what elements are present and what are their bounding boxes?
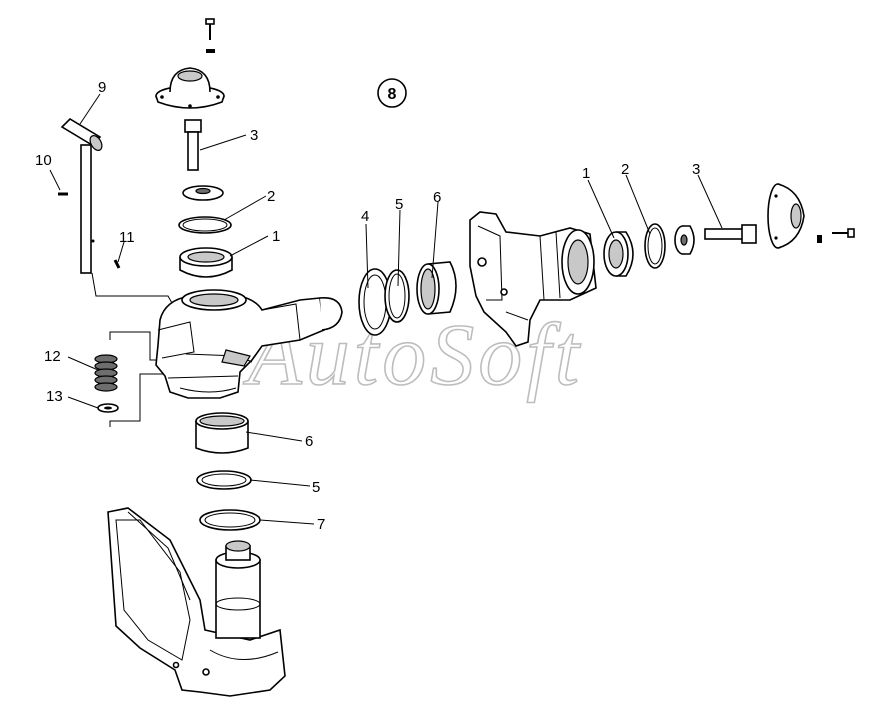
callouts: 9 10 11 12 13 3 2 1 4 5 6 1 2 3 6 5 7 [35,79,700,533]
group-marker: 8 [377,78,407,108]
callout-2-right: 2 [621,161,629,178]
top-ring-2 [178,216,232,234]
top-small-bolt [205,18,215,53]
steering-arm-housing [469,211,597,347]
king-pin-assembly [58,117,121,274]
callout-3-right: 3 [692,161,700,178]
callout-5-right: 5 [395,196,403,213]
lower-ring-5 [196,470,252,490]
spring-assembly [94,354,119,413]
lower-ring-7 [199,509,261,531]
bolt-3-right [704,224,757,244]
lower-bushing-6 [195,412,249,454]
callout-4: 4 [361,208,369,225]
bearing-1-right [603,231,634,277]
callout-5-lower: 5 [312,479,320,496]
knuckle-housing [155,289,343,399]
cover-cap-right [767,183,805,249]
group-marker-label: 8 [388,86,397,103]
callout-6-lower: 6 [305,433,313,450]
leader-lines [49,93,723,525]
callout-13: 13 [46,388,63,405]
top-bearing-1 [179,247,233,278]
small-bolt-right [817,228,855,243]
top-washer [182,185,224,201]
bushing-6 [416,261,457,315]
callout-9: 9 [98,79,106,96]
lower-bracket [107,507,286,697]
callout-6-right: 6 [433,189,441,206]
callout-11: 11 [119,229,135,246]
ring-5 [384,269,410,323]
callout-12: 12 [44,348,61,365]
callout-7: 7 [317,516,325,533]
top-bolt-3 [184,119,202,171]
top-cover-cap [155,67,225,109]
callout-2-top: 2 [267,188,275,205]
ring-2-right [644,223,666,269]
callout-3-top: 3 [250,127,258,144]
callout-10: 10 [35,152,52,169]
callout-1-top: 1 [272,228,280,245]
washer-right [674,225,695,255]
callout-1-right: 1 [582,165,590,182]
